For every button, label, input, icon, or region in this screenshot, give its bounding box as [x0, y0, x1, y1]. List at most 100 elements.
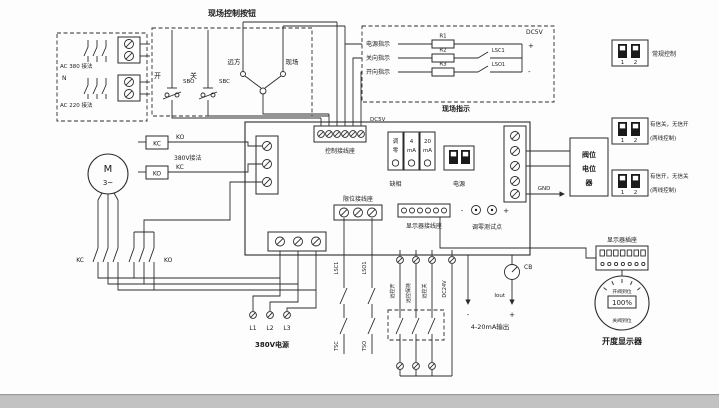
- output-caption: 4-20mA输出: [471, 322, 510, 331]
- ac220-contacts-icon: [83, 74, 150, 102]
- ma4-line1: 4: [410, 139, 414, 145]
- bottom-gray-band: [0, 394, 719, 408]
- dip-module-normal-control: 1 2 常规控制: [611, 39, 676, 67]
- motor-phase: 3~: [103, 179, 113, 187]
- open-pushbutton-icon: [162, 30, 321, 119]
- ko-contact-label: KO: [164, 257, 173, 264]
- ac-wiring-box: AC 380 接法 N AC 220 接法: [56, 32, 150, 122]
- indicator-dc5v-label: DC5V: [526, 29, 544, 36]
- zero-line2: 零: [393, 147, 399, 154]
- test-point-label: 调零测试点: [472, 223, 502, 231]
- phase-loss-label: 缺相: [389, 180, 401, 188]
- ma4-pot-icon[interactable]: [407, 159, 416, 167]
- relay-coils: KC KO 380V接法 KO KC: [138, 134, 262, 180]
- dip3-num1: 1: [621, 190, 625, 196]
- close-indication-label: 关向指示: [366, 54, 390, 62]
- display-terminal-block: [397, 203, 451, 218]
- display-socket-label: 显示器插座: [607, 236, 637, 244]
- dip3-num2: 2: [634, 190, 638, 196]
- cb-label: CB: [524, 264, 532, 271]
- resistor-r2-label: R2: [439, 48, 446, 54]
- power-terminal-strip: [267, 231, 327, 252]
- dip2-num1: 1: [621, 138, 625, 144]
- dip3-label2: (两线控制): [650, 186, 676, 194]
- motor-unit: M 3~: [87, 153, 129, 248]
- power-indication-label: 电源指示: [366, 40, 390, 48]
- resistor-r3-label: R3: [439, 62, 447, 68]
- position-gauge: 开阀到位 100% 关阀到位: [594, 275, 650, 331]
- dip-switch-icon[interactable]: [631, 44, 640, 58]
- field-control-box: 现场控制按钮 开 SBO 关 SBC 远方 现场: [151, 8, 329, 119]
- contactor-contacts: KC KO: [76, 181, 316, 291]
- lso1-switch-label: LSO1: [492, 62, 505, 68]
- ko-tag-label: KO: [176, 134, 185, 141]
- wiring-380v-label: 380V接法: [174, 154, 202, 162]
- dip-switch-icon[interactable]: [618, 174, 627, 188]
- ac380-label: AC 380 接法: [60, 62, 93, 70]
- pot-label-line2: 电位: [582, 164, 596, 173]
- zero-test-point: - +: [461, 205, 509, 215]
- power-380v-wires: L1 L2 L3 380V电源: [249, 251, 317, 349]
- l1-label: L1: [249, 325, 256, 332]
- limit-block-label: 限位接线座: [343, 195, 373, 203]
- remote-close-label: 远控关: [421, 283, 428, 298]
- pot-label-line3: 器: [585, 178, 594, 187]
- dip-switch-icon[interactable]: [618, 44, 627, 58]
- dip2-label1: 有信关，无信开: [650, 120, 689, 128]
- zero-pot-icon[interactable]: [391, 159, 400, 167]
- dip-switch-icon[interactable]: [449, 150, 458, 164]
- pot-label-line1: 阀位: [582, 150, 596, 159]
- limit-switch-wires: LSC1 TSC LSO1 TSO: [334, 218, 376, 354]
- open-label: 开: [154, 72, 161, 80]
- ac220-label: AC 220 接法: [60, 101, 93, 109]
- open-indication-label: 开向指示: [366, 68, 390, 76]
- gnd-label: GND: [538, 186, 551, 192]
- dip-module-two-wire-open: 1 2 有信开，无信关 (两线控制): [611, 169, 689, 197]
- close-position-mark: 关阀到位: [612, 317, 631, 324]
- l2-label: L2: [266, 325, 273, 332]
- indicator-minus: -: [528, 68, 531, 76]
- field-indication-caption: 现场指示: [442, 104, 470, 113]
- control-wire-bundle: [243, 21, 362, 126]
- ma20-pot-icon[interactable]: [423, 159, 432, 167]
- output-4-20ma: - CB Iout + 4-20mA输出: [465, 255, 532, 331]
- iout-label: Iout: [494, 293, 505, 299]
- percent-readout: 100%: [612, 299, 632, 307]
- local-label: 现场: [286, 57, 300, 66]
- zero-line1: 调: [393, 137, 399, 145]
- kc-tag-label: KC: [176, 164, 184, 171]
- main-control-board: DC5V 控制接线座 调 零 4 mA 20 mA: [244, 117, 531, 256]
- field-control-title: 现场控制按钮: [208, 8, 256, 18]
- display-socket: [595, 245, 649, 271]
- display-unit: 显示器插座 开阀到位 100% 关阀到位 开度显示器: [439, 217, 650, 346]
- ac380-contacts-icon: [83, 36, 150, 64]
- ma20-line1: 20: [424, 139, 431, 145]
- board-dc5v-label: DC5V: [370, 117, 386, 123]
- board-dip-switch: [443, 145, 475, 171]
- tso-wire-label: TSO: [362, 341, 368, 352]
- remote-open-label: 远控开: [389, 283, 396, 298]
- kc-coil-label: KC: [153, 141, 161, 148]
- bottom-band-edge: [0, 394, 719, 396]
- test-point-plus: +: [503, 207, 509, 215]
- dc24v-label: DC24V: [442, 280, 448, 298]
- output-minus: -: [467, 311, 470, 319]
- dip-switch-icon[interactable]: [461, 150, 470, 164]
- output-plus: +: [509, 311, 515, 319]
- indicator-plus: +: [528, 42, 534, 50]
- close-pushbutton-icon: [198, 30, 329, 117]
- selector-switch-icon: [240, 22, 329, 115]
- dip-switch-icon[interactable]: [618, 122, 627, 136]
- ma4-line2: mA: [407, 148, 416, 154]
- sbc-label: SBC: [219, 79, 230, 85]
- dip2-label2: (两线控制): [650, 134, 676, 142]
- lsc1-wire-label: LSC1: [334, 262, 340, 275]
- dip-switch-icon[interactable]: [631, 174, 640, 188]
- dip-switch-icon[interactable]: [631, 122, 640, 136]
- control-terminal-block: [313, 125, 367, 143]
- control-block-label: 控制接线座: [325, 147, 355, 155]
- resistor-r1-label: R1: [439, 34, 446, 40]
- left-terminal-strip: [255, 135, 279, 195]
